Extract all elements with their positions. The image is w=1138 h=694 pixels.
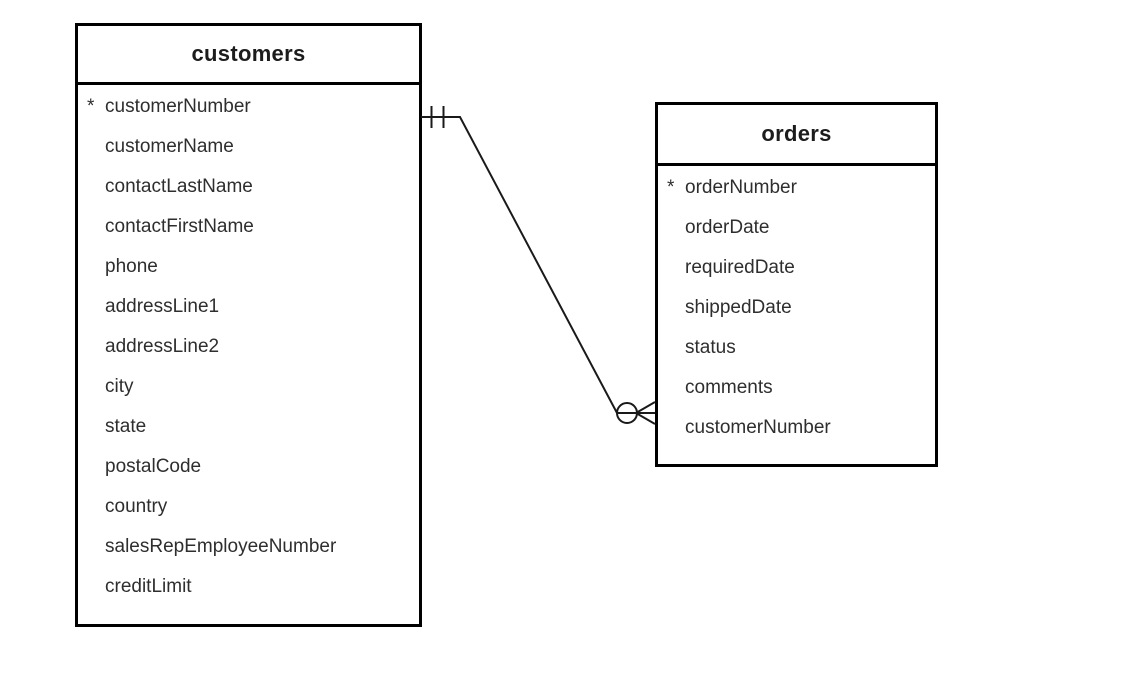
field-label: customerName (105, 136, 234, 157)
cardinality-zero-or-many-marker (616, 401, 656, 425)
field-label: postalCode (105, 456, 202, 477)
field-label: customerNumber (105, 96, 251, 117)
field-label: addressLine1 (105, 296, 220, 317)
entity-customers: customers * customerNumber customerName con… (75, 23, 422, 627)
zero-circle (616, 402, 638, 424)
field-row: addressLine1 (78, 287, 419, 327)
field-row: country (78, 487, 419, 527)
primary-key-marker: * (667, 177, 675, 198)
field-label: shippedDate (685, 297, 792, 318)
field-label: creditLimit (105, 576, 192, 597)
field-row: * customerNumber (78, 87, 419, 127)
field-row: requiredDate (658, 248, 935, 288)
field-label: contactFirstName (105, 216, 254, 237)
field-label: city (105, 376, 134, 397)
field-row: phone (78, 247, 419, 287)
field-label: orderDate (685, 217, 770, 238)
field-label: state (105, 416, 147, 437)
field-row: shippedDate (658, 288, 935, 328)
field-row: postalCode (78, 447, 419, 487)
field-label: country (105, 496, 168, 517)
field-label: comments (685, 377, 773, 398)
field-row: city (78, 367, 419, 407)
field-row: orderDate (658, 208, 935, 248)
entity-customers-title: customers (78, 26, 419, 85)
field-row: addressLine2 (78, 327, 419, 367)
field-row: comments (658, 368, 935, 408)
cardinality-one-and-only-one-marker (430, 106, 445, 128)
field-row: salesRepEmployeeNumber (78, 527, 419, 567)
field-row: contactFirstName (78, 207, 419, 247)
field-row: status (658, 328, 935, 368)
field-row: customerNumber (658, 408, 935, 448)
crows-foot-icon (635, 401, 656, 425)
entity-orders: orders * orderNumber orderDate requiredDate… (655, 102, 938, 467)
primary-key-marker: * (87, 96, 95, 117)
field-label: orderNumber (685, 177, 797, 198)
field-label: customerNumber (685, 417, 831, 438)
field-label: status (685, 337, 736, 358)
entity-orders-field-list: * orderNumber orderDate requiredDate shipped… (658, 166, 935, 448)
field-row: customerName (78, 127, 419, 167)
field-row: creditLimit (78, 567, 419, 607)
field-label: contactLastName (105, 176, 253, 197)
entity-orders-title: orders (658, 105, 935, 166)
field-row: state (78, 407, 419, 447)
field-label: addressLine2 (105, 336, 220, 357)
field-label: salesRepEmployeeNumber (105, 536, 337, 557)
field-row: * orderNumber (658, 168, 935, 208)
field-label: phone (105, 256, 158, 277)
entity-customers-field-list: * customerNumber customerName contactLastNa… (78, 85, 419, 607)
field-label: requiredDate (685, 257, 795, 278)
relationship-connector-line (421, 116, 655, 414)
field-row: contactLastName (78, 167, 419, 207)
